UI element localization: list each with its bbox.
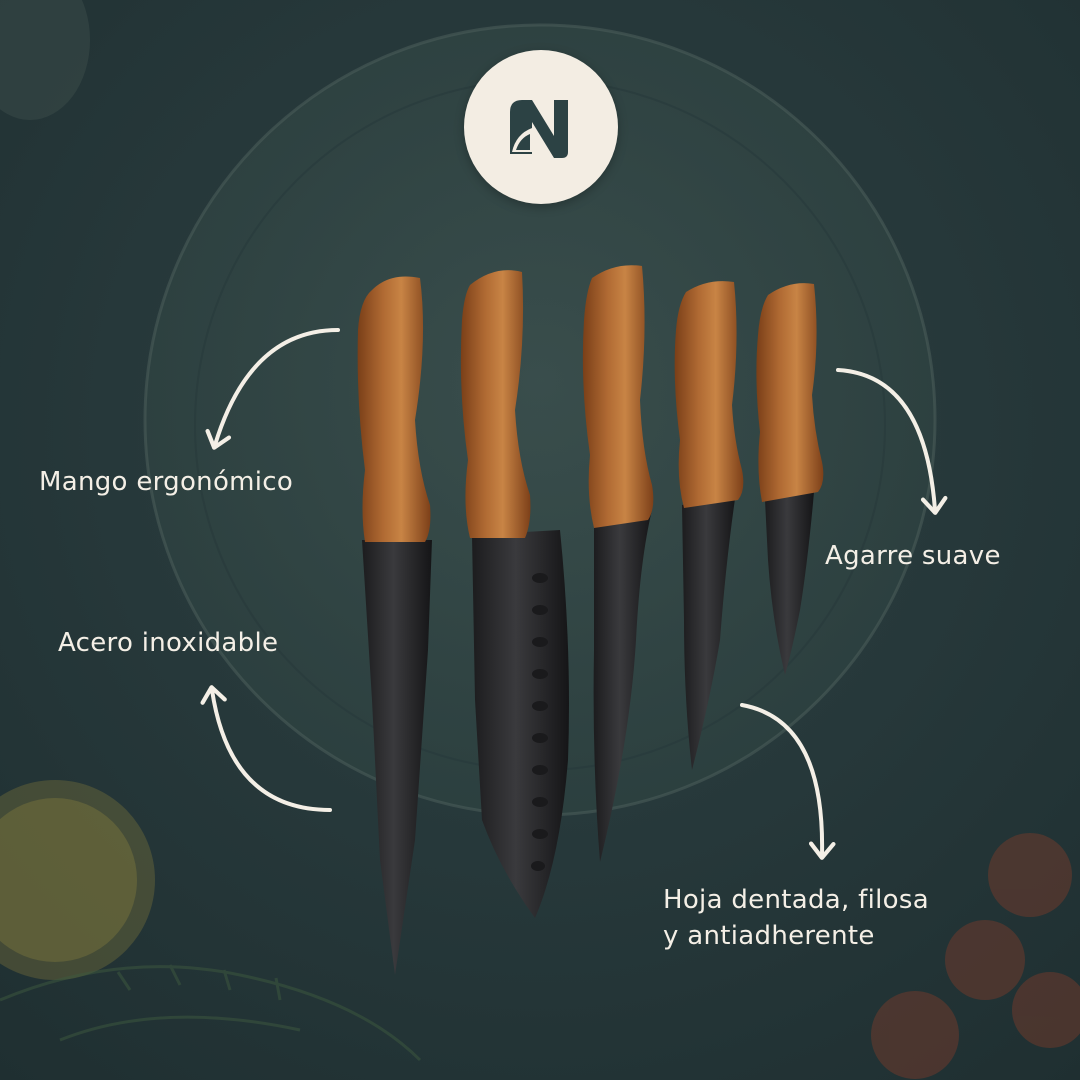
knife-chef — [357, 276, 432, 975]
feature-label-grip: Agarre suave — [825, 541, 1001, 571]
knife-handle — [357, 276, 431, 542]
feature-label-blade-line1: Hoja dentada, filosa — [663, 885, 929, 915]
knife-handle — [756, 283, 824, 502]
feature-label-blade: Hoja dentada, filosa y antiadherente — [663, 882, 929, 954]
feature-label-steel: Acero inoxidable — [58, 628, 279, 658]
arrow-agarre — [836, 368, 948, 515]
feature-label-handle: Mango ergonómico — [39, 467, 294, 497]
knife-paring — [756, 283, 824, 675]
brand-logo — [464, 50, 618, 204]
knife-carving — [582, 265, 654, 862]
knife-handle — [674, 281, 744, 508]
arrow-mango — [205, 328, 340, 450]
arrow-hoja — [740, 703, 836, 860]
feature-label-blade-line2: y antiadherente — [663, 921, 875, 951]
knife-handle — [460, 270, 531, 538]
herb-sprigs — [0, 964, 422, 1062]
brand-monogram-icon — [510, 100, 568, 158]
cherry-tomatoes — [871, 833, 1080, 1079]
knife-handle — [582, 265, 654, 528]
knife-utility — [674, 281, 744, 770]
lemon-slice — [0, 780, 155, 980]
knife-santoku — [460, 270, 569, 918]
arrow-acero — [200, 685, 332, 812]
